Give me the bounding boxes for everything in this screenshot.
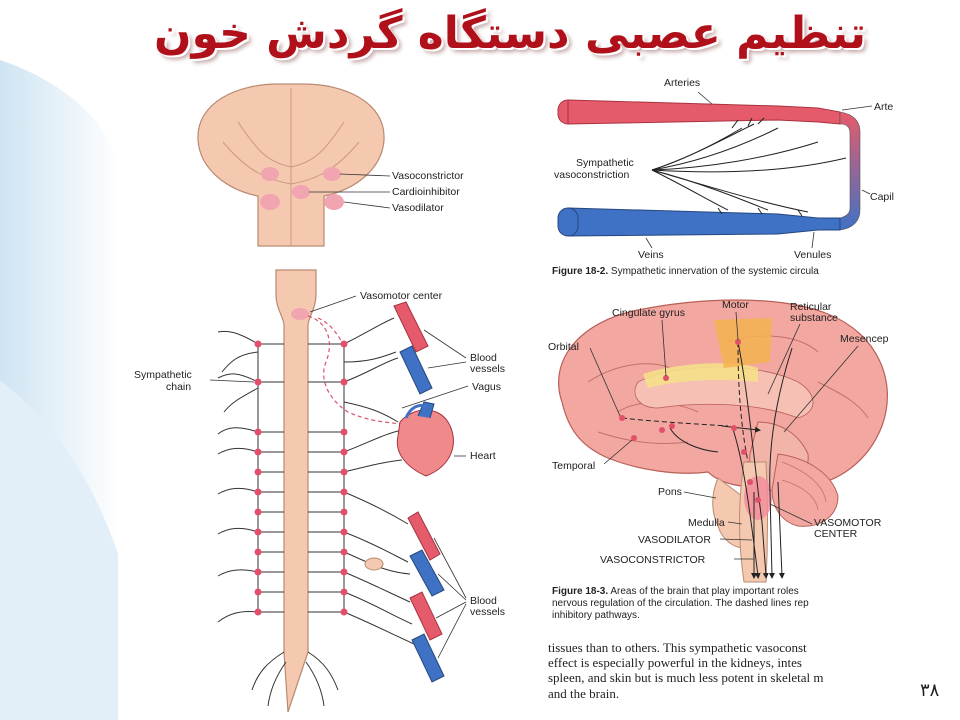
label-arterioles: Arte	[874, 101, 893, 113]
label-heart: Heart	[470, 450, 496, 462]
figure-panel: Vasoconstrictor Cardioinhibitor Vasodila…	[118, 62, 900, 720]
label-blood-vessels-bottom-1: Blood	[470, 595, 497, 607]
label-vasodilator-path: VASODILATOR	[638, 534, 711, 546]
label-vasoconstrictor: Vasoconstrictor	[392, 170, 464, 182]
label-orbital: Orbital	[548, 341, 579, 353]
label-medulla: Medulla	[688, 517, 725, 529]
label-temporal: Temporal	[552, 460, 595, 472]
label-motor: Motor	[722, 299, 749, 311]
label-blood-vessels-top-2: vessels	[470, 363, 505, 375]
slide-title: تنظیم عصبی دستگاه گردش خون	[154, 8, 866, 59]
caption-figure-18-2: Figure 18-2. Sympathetic innervation of …	[552, 266, 900, 278]
figure-18-2-vessel-loop	[557, 99, 861, 237]
label-capillaries: Capil	[870, 191, 894, 203]
caption-18-3-line3: inhibitory pathways.	[552, 610, 640, 621]
sympathetic-fibers	[651, 117, 847, 217]
body-text-paragraph: tissues than to others. This sympathetic…	[548, 640, 824, 701]
caption-18-2-number: Figure 18-2.	[552, 266, 609, 277]
label-arteries: Arteries	[664, 77, 700, 89]
label-pons: Pons	[658, 486, 682, 498]
vagus-pathway	[307, 315, 401, 425]
label-vagus: Vagus	[472, 381, 501, 393]
brain-nodes	[619, 339, 761, 503]
sympathetic-chain-right	[308, 317, 415, 645]
sympathetic-chain-left	[217, 330, 339, 707]
caption-figure-18-3: Figure 18-3. Areas of the brain that pla…	[552, 586, 900, 622]
label-vasomotor-center-1: VASOMOTOR	[814, 517, 882, 529]
label-vasoconstrictor-path: VASOCONSTRICTOR	[600, 554, 706, 566]
label-vasomotor-center: Vasomotor center	[360, 290, 443, 302]
caption-18-3-line2: nervous regulation of the circulation. T…	[552, 598, 809, 609]
brain-pathways	[621, 341, 793, 579]
collateral-ganglion	[364, 557, 384, 571]
caption-18-3-line1: Areas of the brain that play important r…	[610, 586, 799, 597]
label-sympathetic-vasoconstriction-1: Sympathetic	[576, 157, 634, 169]
label-vasodilator: Vasodilator	[392, 202, 444, 214]
label-venules: Venules	[794, 249, 831, 261]
brainstem-illustration	[197, 83, 385, 247]
blood-vessels-top	[393, 301, 433, 395]
caption-18-2-text: Sympathetic innervation of the systemic …	[610, 266, 819, 277]
diagram-canvas: Vasoconstrictor Cardioinhibitor Vasodila…	[134, 77, 894, 713]
label-sympathetic-vasoconstriction-2: vasoconstriction	[554, 169, 629, 181]
label-vasomotor-center-2: CENTER	[814, 528, 858, 540]
label-blood-vessels-top-1: Blood	[470, 352, 497, 364]
label-mesencephalon: Mesencep	[840, 333, 889, 345]
label-cingulate-gyrus: Cingulate gyrus	[612, 307, 685, 319]
blood-vessels-bottom	[407, 511, 445, 683]
label-blood-vessels-bottom-2: vessels	[470, 606, 505, 618]
label-chain: chain	[166, 381, 191, 393]
caption-18-3-number: Figure 18-3.	[552, 586, 609, 597]
label-veins: Veins	[638, 249, 664, 261]
label-cardioinhibitor: Cardioinhibitor	[392, 186, 460, 198]
label-sympathetic: Sympathetic	[134, 369, 192, 381]
brain-illustration	[558, 299, 888, 583]
spinal-cord-illustration	[275, 269, 317, 713]
page-number: ۳۸	[920, 680, 940, 701]
label-reticular: Reticular	[790, 301, 832, 313]
label-substance: substance	[790, 312, 838, 324]
heart-illustration	[396, 401, 454, 477]
